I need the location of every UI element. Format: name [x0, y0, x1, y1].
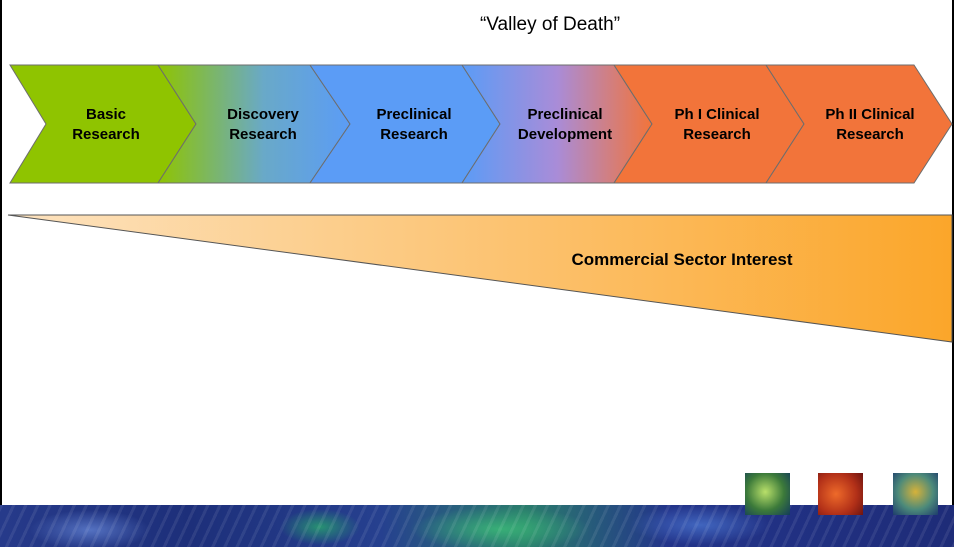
microscopy-thumbnail-green — [745, 473, 790, 515]
stage-label-line1: Ph II Clinical — [825, 106, 914, 123]
stage-label-line2: Research — [683, 126, 751, 143]
slide-right-border — [952, 0, 954, 505]
stage-preclinical-research: Preclinical Research — [309, 64, 501, 184]
stage-label-line2: Research — [836, 126, 904, 143]
stage-label-line2: Development — [518, 126, 612, 143]
pipeline-chevrons: Basic Research Discovery Research Precli… — [9, 64, 953, 184]
slide-title: “Valley of Death” — [479, 14, 621, 35]
stage-label-line1: Discovery — [227, 106, 299, 123]
microscopy-thumbnail-red — [818, 473, 863, 515]
stage-label-line2: Research — [72, 126, 140, 143]
slide-left-border — [0, 0, 2, 505]
stage-discovery-research: Discovery Research — [157, 64, 351, 184]
interest-wedge-shape — [7, 214, 953, 343]
commercial-interest-wedge: Commercial Sector Interest — [7, 214, 953, 343]
stage-label-line2: Research — [229, 126, 297, 143]
stage-label-line1: Ph I Clinical — [674, 106, 759, 123]
footer-image-band — [0, 505, 954, 547]
stage-ph-ii-clinical-research: Ph II Clinical Research — [765, 64, 953, 184]
stage-label-line1: Preclinical — [376, 106, 451, 123]
stage-ph-i-clinical-research: Ph I Clinical Research — [613, 64, 805, 184]
stage-label-line1: Basic — [86, 106, 126, 123]
stage-label-line1: Preclinical — [527, 106, 602, 123]
microscopy-thumbnail-teal — [893, 473, 938, 515]
stage-preclinical-development: Preclinical Development — [461, 64, 653, 184]
stage-label-line2: Research — [380, 126, 448, 143]
wedge-label: Commercial Sector Interest — [571, 250, 792, 269]
stage-basic-research: Basic Research — [9, 64, 197, 184]
